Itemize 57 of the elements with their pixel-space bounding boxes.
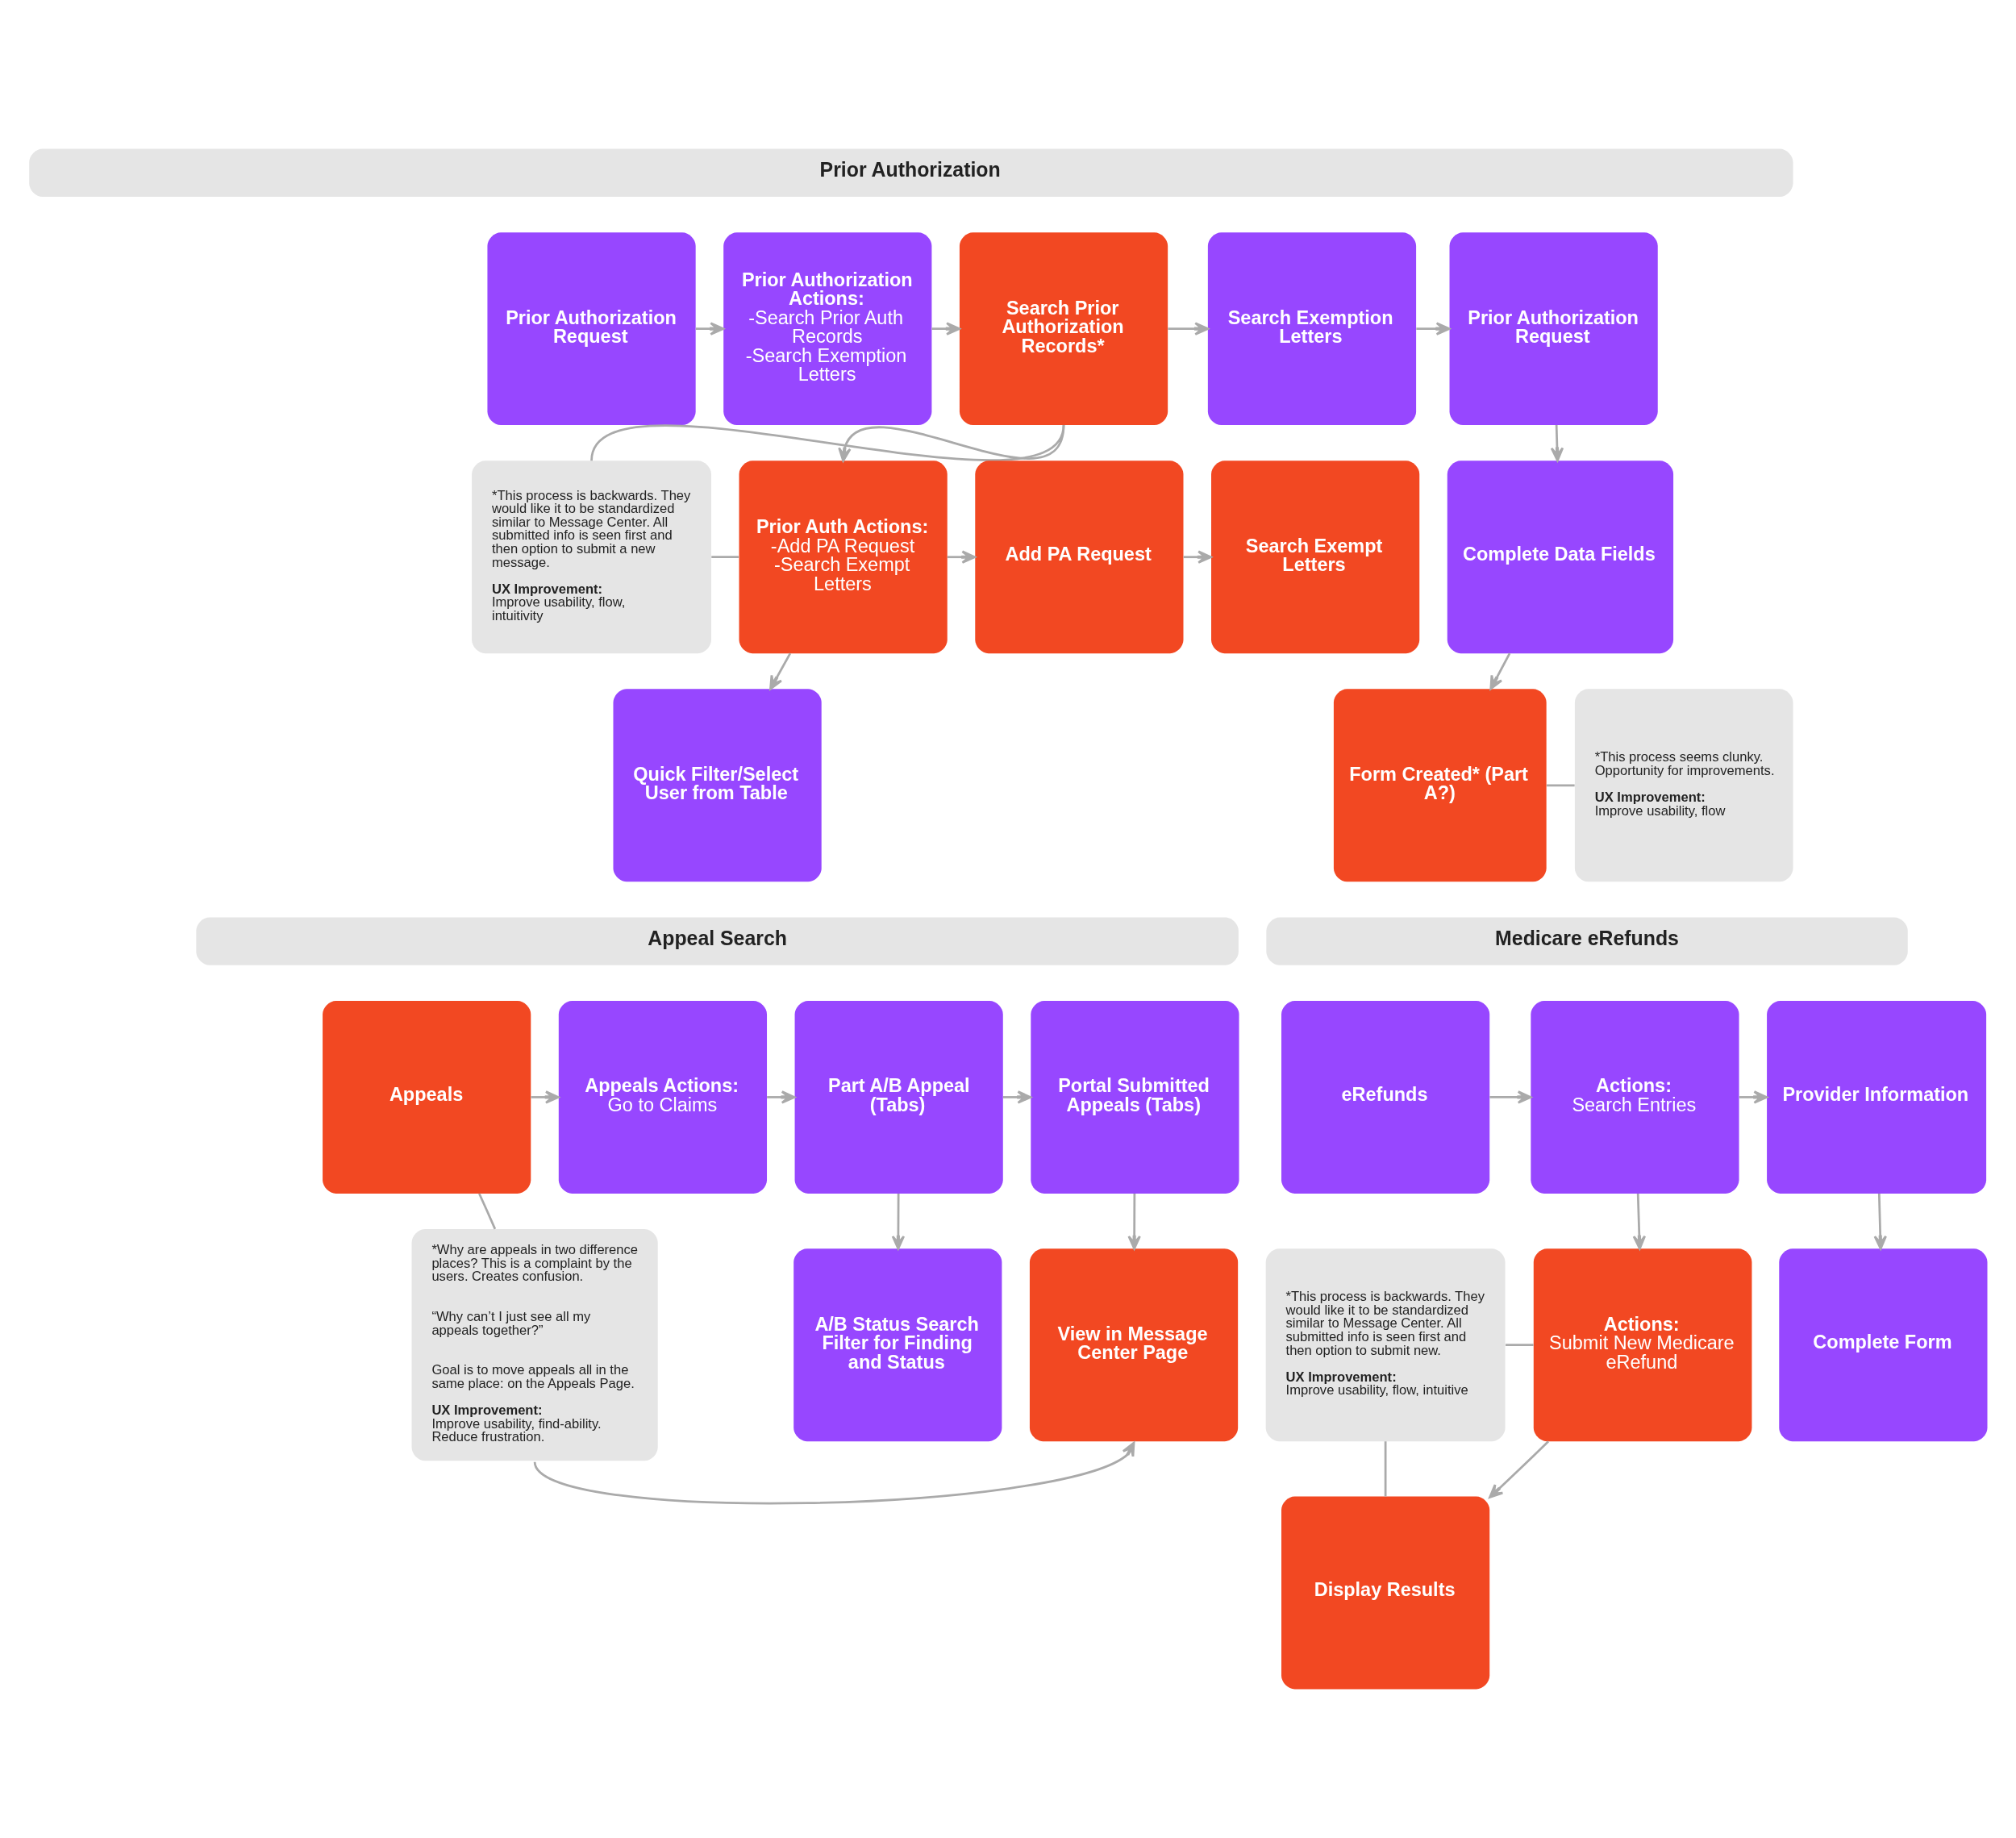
arrow xyxy=(1550,425,1564,462)
node-box: Prior Authorization Request xyxy=(487,232,696,426)
arrow xyxy=(1416,322,1451,336)
node-box: Search Exempt Letters xyxy=(1211,461,1420,654)
connector xyxy=(1547,784,1575,787)
connector xyxy=(590,424,1065,461)
node-box: Prior Auth Actions: -Add PA Request -Search Exempt Letters xyxy=(739,461,948,654)
arrow xyxy=(891,1193,906,1250)
arrow xyxy=(767,1090,796,1104)
connector xyxy=(1506,1344,1534,1347)
node-box: Complete Data Fields xyxy=(1447,461,1674,654)
node-box: View in Message Center Page xyxy=(1029,1248,1239,1442)
arrow xyxy=(947,550,977,564)
node-box: eRefunds xyxy=(1281,1001,1490,1194)
arrow xyxy=(1168,322,1209,336)
node-box: *This process is backwards. They would like it to be standardized similar to Message Center. All submitted info is seen first and then option to submit new. UX Improvement: Improve usability, flow, intuitive xyxy=(1265,1248,1506,1442)
arrow xyxy=(1632,1193,1647,1250)
node-box: *Why are appeals in two difference places? This is a complaint by the users. Creates confusion. “Why can’t I just see all my appeals together?” Goal is to move appeals all in the same place: on the Appeals Page. UX Improvement: Improve usability, find-ability. Reduce frustration. xyxy=(411,1229,658,1461)
node-box: Appeal Search xyxy=(196,917,1239,965)
connector xyxy=(478,1193,497,1230)
node-box: Prior Authorization xyxy=(29,148,1793,197)
node-box: Actions: Search Entries xyxy=(1531,1001,1739,1194)
node-box: *This process seems clunky. Opportunity for improvements. UX Improvement: Improve usability, flow xyxy=(1574,689,1793,882)
connector xyxy=(711,556,739,559)
connector xyxy=(1384,1441,1387,1497)
arrow xyxy=(1183,550,1212,564)
arrow xyxy=(1489,1090,1532,1104)
node-box: Actions: Submit New Medicare eRefund xyxy=(1533,1248,1752,1442)
arrow xyxy=(1873,1193,1887,1250)
node-box: Quick Filter/Select User from Table xyxy=(613,689,822,882)
arrow xyxy=(1002,1090,1032,1104)
node-box: Appeals Actions: Go to Claims xyxy=(558,1001,768,1194)
node-box: Display Results xyxy=(1281,1496,1490,1690)
arrow xyxy=(1127,1193,1141,1250)
node-box: *This process is backwards. They would like it to be standardized similar to Message Center. All submitted info is seen first and then option to submit a new message. UX Improvement: Improve usability, flow, intuitivity xyxy=(472,461,711,654)
arrow xyxy=(1489,1440,1550,1498)
arrow xyxy=(1739,1090,1768,1104)
node-box: A/B Status Search Filter for Finding and Status xyxy=(793,1248,1002,1442)
node-box: Part A/B Appeal (Tabs) xyxy=(794,1001,1003,1194)
arrow xyxy=(534,1441,1135,1505)
node-box: Prior Authorization Actions: -Search Prior Auth Records -Search Exemption Letters xyxy=(723,232,932,426)
node-box: Form Created* (Part A?) xyxy=(1333,689,1547,882)
node-box: Medicare eRefunds xyxy=(1266,917,1908,965)
node-box: Search Prior Authorization Records* xyxy=(959,232,1168,426)
arrow xyxy=(931,322,960,336)
arrow xyxy=(695,322,724,336)
arrow xyxy=(838,424,1065,462)
arrow xyxy=(531,1090,560,1104)
arrow xyxy=(769,652,792,690)
node-box: Prior Authorization Request xyxy=(1449,232,1658,426)
node-box: Provider Information xyxy=(1767,1001,1987,1194)
node-box: Complete Form xyxy=(1779,1248,1988,1442)
node-box: Portal Submitted Appeals (Tabs) xyxy=(1031,1001,1239,1194)
node-box: Appeals xyxy=(323,1001,531,1194)
node-box: Search Exemption Letters xyxy=(1207,232,1417,426)
node-box: Add PA Request xyxy=(975,461,1184,654)
arrow xyxy=(1489,652,1511,690)
